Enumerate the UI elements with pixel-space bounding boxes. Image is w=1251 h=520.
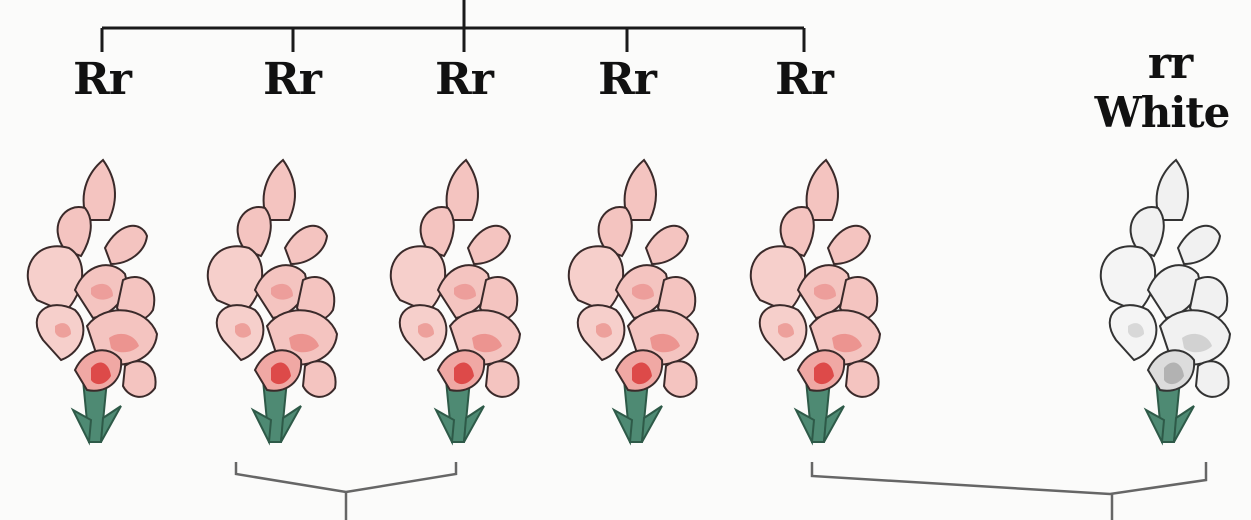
bracket-left [236, 462, 456, 520]
bracket-right [812, 462, 1206, 520]
white-phenotype-label: White [1082, 92, 1242, 134]
flower-white [1101, 160, 1230, 442]
parent-connector [102, 0, 804, 52]
flower-pink-1 [28, 160, 157, 442]
flower-pink-3 [391, 160, 520, 442]
genotype-label-2: Rr [252, 58, 332, 102]
flower-pink-5 [751, 160, 880, 442]
flower-pink-4 [569, 160, 698, 442]
genotype-label-5: Rr [764, 58, 844, 102]
genotype-label-3: Rr [424, 58, 504, 102]
genotype-label-4: Rr [587, 58, 667, 102]
white-genotype-label: rr [1110, 42, 1230, 86]
genotype-label-1: Rr [62, 58, 142, 102]
flower-pink-2 [208, 160, 337, 442]
